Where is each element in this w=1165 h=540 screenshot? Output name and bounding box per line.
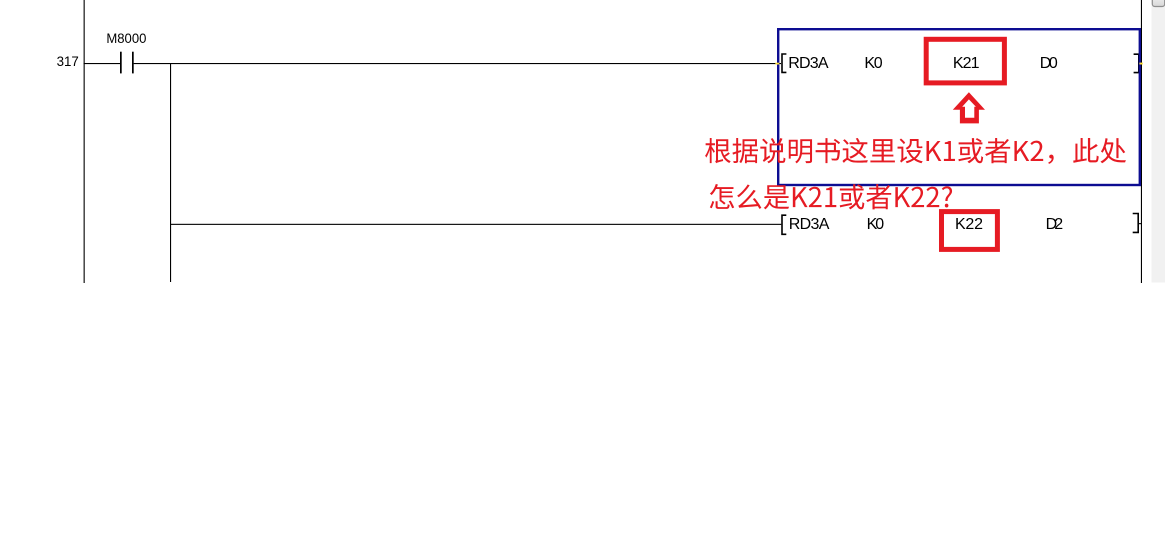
svg-text:K0: K0: [864, 55, 882, 72]
svg-text:K21: K21: [953, 55, 980, 72]
svg-text:K0: K0: [867, 216, 885, 233]
svg-text:317: 317: [57, 53, 79, 69]
svg-text:D0: D0: [1040, 55, 1058, 72]
svg-text:D2: D2: [1046, 216, 1064, 233]
svg-text:M8000: M8000: [106, 30, 146, 46]
svg-text:RD3A: RD3A: [788, 55, 829, 72]
svg-text:RD3A: RD3A: [789, 216, 830, 233]
svg-text:K22: K22: [955, 216, 983, 233]
